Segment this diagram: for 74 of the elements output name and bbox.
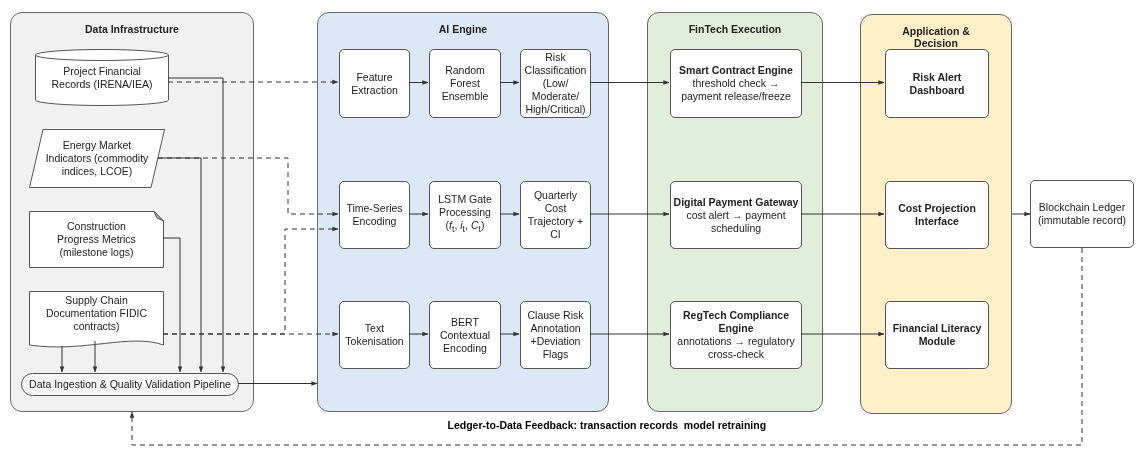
group-panel: [647, 12, 823, 412]
arrow: [499, 80, 520, 85]
group-panel: [317, 12, 609, 412]
process-box: [339, 49, 410, 118]
arrow: [800, 80, 885, 85]
process-box: [885, 49, 989, 118]
node-label: Time-Series Encoding: [345, 202, 404, 228]
process-box: [1030, 180, 1134, 248]
process-box: [429, 301, 501, 369]
group-title: FinTech Execution: [687, 23, 783, 35]
node-label: Construction Progress Metrics (milestone logs): [56, 220, 137, 259]
arrow: [589, 80, 670, 85]
node-label: Cost Projection Interface: [897, 202, 977, 228]
database-cylinder: [35, 49, 169, 106]
process-box: [429, 49, 501, 118]
process-box: [520, 301, 591, 369]
arrow: [59, 345, 65, 373]
arrow: [408, 211, 429, 217]
node-label: Clause Risk Annotation +Deviation Flags: [526, 309, 585, 361]
pipeline-box: [21, 373, 239, 396]
process-box: [339, 301, 410, 369]
node-label: Text Tokenisation: [344, 322, 405, 348]
node-description: threshold check → payment release/freeze: [680, 77, 792, 103]
arrow: [800, 331, 885, 337]
node-label: Financial Literacy Module: [891, 322, 983, 348]
process-box: [885, 181, 989, 249]
arrow: [408, 80, 429, 85]
node-label: Feature Extraction: [350, 70, 399, 97]
node-title: Smart Contract Engine: [679, 64, 793, 77]
process-box: [339, 181, 410, 249]
node-label: LSTM Gate Processing (f$_{t}$, i$_{t}$, C$_{t}$): [437, 193, 493, 237]
arrow: [162, 331, 339, 337]
node-label: Data Ingestion & Quality Validation Pipeline: [29, 378, 231, 391]
node-label: Risk Classification (Low/ Moderate/ High/Critical): [523, 51, 588, 116]
group-title: Data Infrastructure: [84, 23, 180, 35]
node-label: Supply Chain Documentation FIDIC contracts): [45, 293, 148, 333]
node-description: cost alert → payment scheduling: [685, 208, 787, 235]
node-description: annotations → regulatory cross-check: [676, 335, 796, 361]
arrow: [589, 331, 670, 337]
node-label: Quarterly Cost Trajectory + CI: [526, 189, 585, 241]
group-panel: [10, 12, 254, 412]
node-label: Project Financial Records (IRENA/IEA): [51, 64, 153, 91]
node-label: Blockchain Ledger (immutable record): [1036, 201, 1128, 227]
arrow: [167, 79, 339, 85]
process-box: [429, 181, 501, 249]
node-label: Energy Market Indicators (commodity indices, LCOE): [45, 139, 149, 178]
document-shape: [29, 211, 164, 268]
node-label: Risk Alert Dashboard: [908, 70, 966, 97]
process-box: [670, 181, 802, 249]
data-parallelogram: [29, 129, 165, 188]
arrow: [1011, 211, 1031, 217]
arrow: [157, 157, 204, 373]
arrow: [162, 237, 183, 373]
process-box: [670, 49, 802, 118]
arrow: [408, 331, 429, 337]
arrow: [499, 331, 520, 337]
arrow: [167, 77, 226, 373]
arrow: [800, 211, 885, 217]
group-title: AI Engine: [437, 23, 489, 35]
arrow: [589, 211, 670, 217]
node-title: Digital Payment Gateway: [673, 195, 799, 209]
arrow: [129, 247, 1083, 446]
edge-label: Ledger-to-Data Feedback: transaction records model retraining: [445, 419, 769, 431]
node-label: BERT Contextual Encoding: [438, 315, 492, 355]
group-title: Application & Decision: [901, 25, 971, 49]
arrow: [499, 211, 520, 217]
node-label: Random Forest Ensemble: [440, 64, 490, 103]
process-box: [885, 301, 989, 369]
process-box: [520, 181, 591, 249]
document-shape: [29, 291, 164, 349]
group-panel: [860, 14, 1012, 414]
arrow: [237, 381, 318, 386]
arrow: [92, 340, 98, 373]
process-box: [670, 301, 802, 369]
